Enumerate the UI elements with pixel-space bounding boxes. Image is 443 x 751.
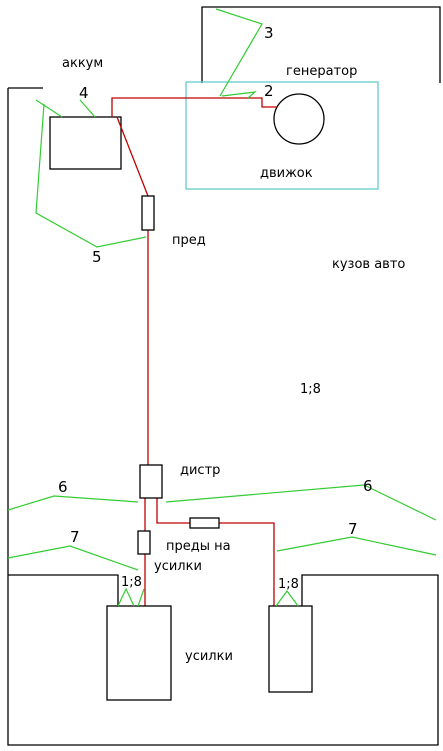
engine-bay-bracket [201,6,441,83]
generator-label: генератор [286,64,357,79]
car-body-outline [7,88,439,746]
main-fuse [141,195,155,231]
left-amp-fuse [137,530,151,555]
ratio-main-label: 1;8 [300,382,321,397]
amp-fuses-label-line1: преды на [166,539,231,554]
leader-6-right [165,484,437,521]
battery-box [49,116,122,170]
ratio-right-amp-label: 1;8 [278,577,299,592]
ratio-left-amp-label: 1;8 [121,575,142,590]
leader-5 [35,103,147,248]
left-amplifier [106,605,172,701]
callout-6-left: 6 [58,478,68,496]
battery-label: аккум [62,56,103,71]
right-amp-fuse [189,517,220,529]
callout-5: 5 [92,248,102,266]
callout-7-left: 7 [70,528,80,546]
amplifiers-label: усилки [185,649,233,664]
leader-4 [35,99,63,118]
engine-label: движок [260,166,313,181]
distributor-block [139,464,163,499]
right-amplifier [268,605,313,693]
power-wire-right-amp [156,498,190,524]
power-wire-main [111,97,277,117]
callout-6-right: 6 [363,477,373,495]
callout-7-right: 7 [348,520,358,538]
leader-7-left [7,545,139,571]
leader-4b [79,99,96,118]
power-wire-right-amp-2 [219,522,275,606]
leader-ratio-left-2 [137,588,145,607]
leader-2 [221,91,257,99]
callout-4: 4 [79,84,89,102]
car-body-label: кузов авто [332,257,405,272]
left-amp-mount-outline [8,574,119,606]
callout-2: 2 [264,82,274,100]
distributor-label: дистр [180,463,220,478]
leader-ratio-right [275,589,299,607]
callout-3: 3 [264,24,274,42]
leader-6-left [7,495,139,511]
leader-3 [215,8,263,97]
generator-pulley [273,93,325,145]
leader-7-right [276,536,437,556]
leader-ratio-left [117,587,135,607]
engine-compartment [185,81,379,190]
amp-fuses-label-line2: усилки [154,559,202,574]
main-fuse-label: пред [172,233,206,248]
